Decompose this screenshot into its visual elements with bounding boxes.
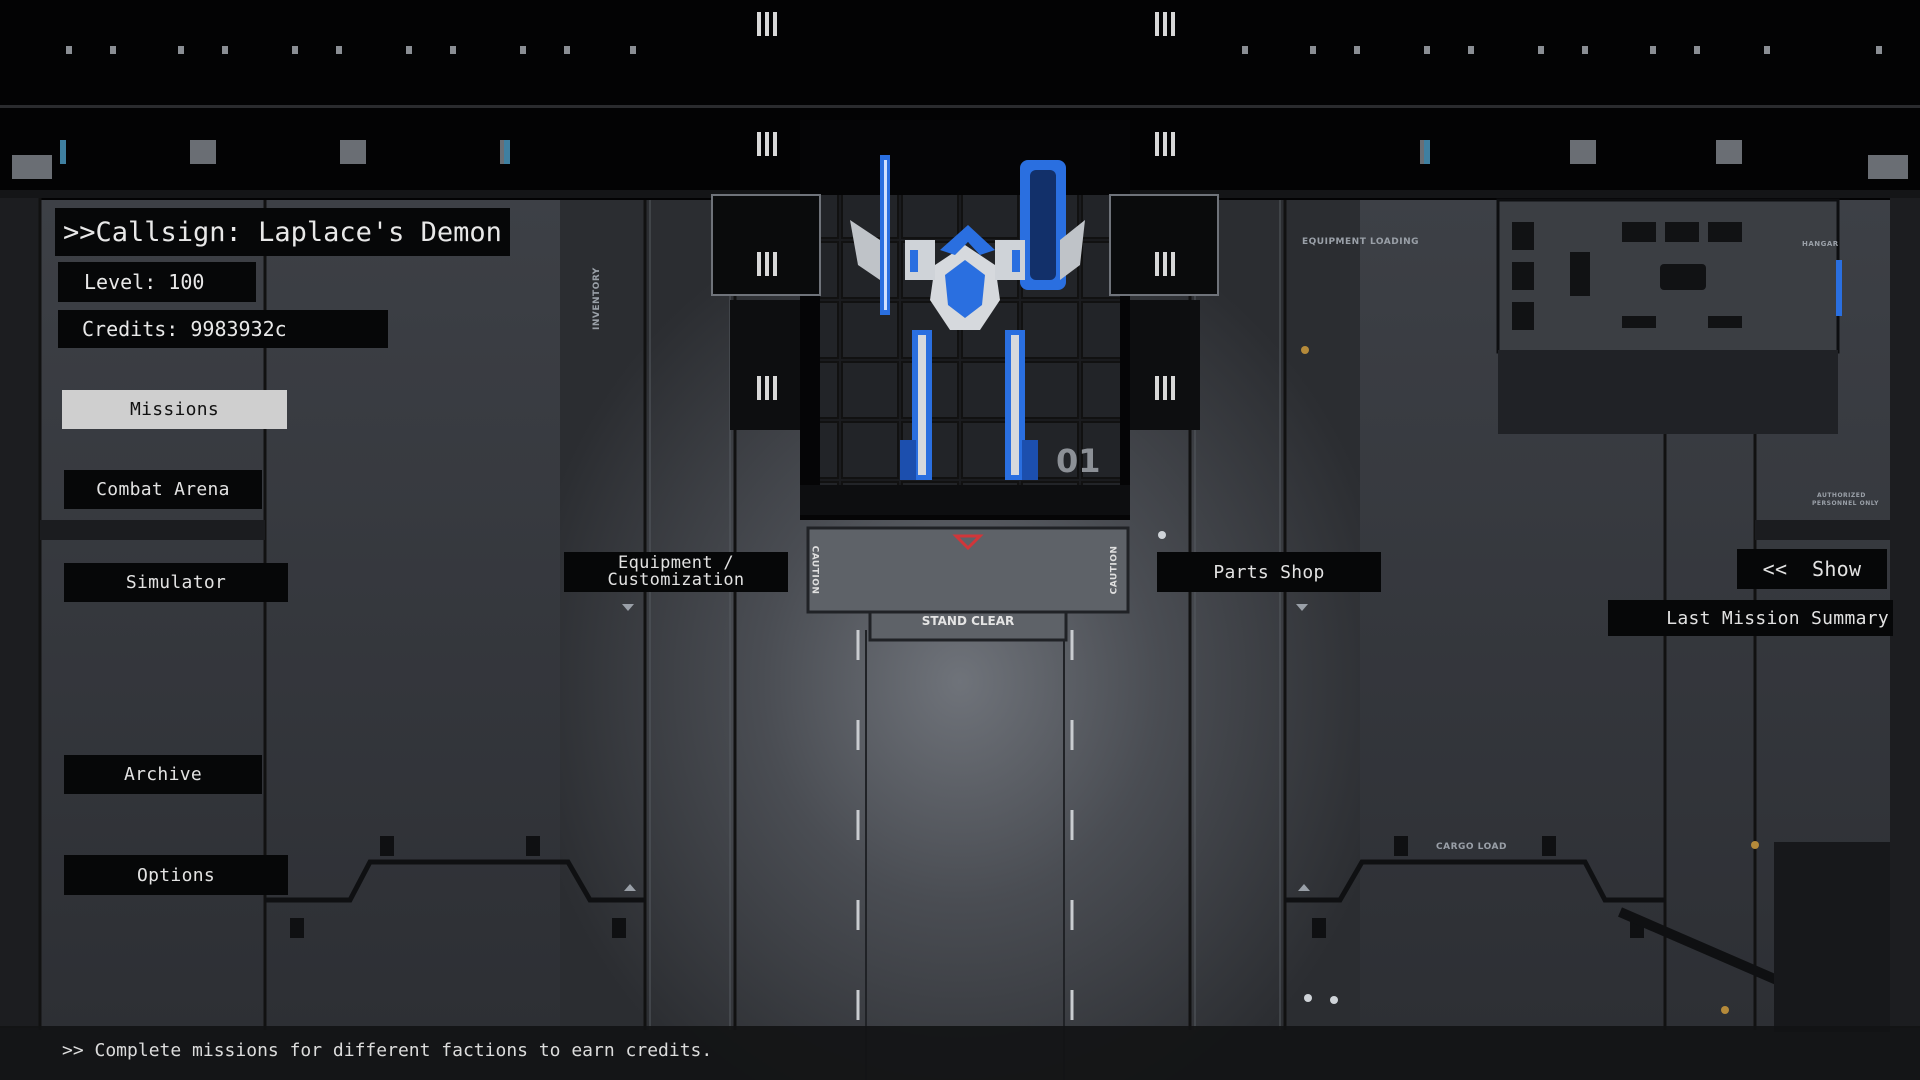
- up-arrow-icon: [624, 884, 636, 891]
- show-summary-button[interactable]: << Show: [1737, 549, 1887, 589]
- level-panel: Level: 100: [58, 262, 256, 302]
- caution-left-label: CAUTION: [809, 545, 820, 595]
- down-arrow-icon: [622, 604, 634, 611]
- hangar-label: HANGAR: [1802, 240, 1839, 248]
- credits-text: Credits: 9983932c: [82, 317, 287, 341]
- down-arrow-icon: [1296, 604, 1308, 611]
- bay-number-label: 01: [1056, 442, 1101, 480]
- simulator-button[interactable]: Simulator: [64, 563, 288, 602]
- equipment-loading-label: EQUIPMENT LOADING: [1302, 237, 1419, 247]
- caution-right-label: CAUTION: [1109, 545, 1120, 595]
- up-arrow-icon: [1298, 884, 1310, 891]
- options-button[interactable]: Options: [64, 855, 288, 895]
- parts-shop-button[interactable]: Parts Shop: [1157, 552, 1381, 592]
- footer-hint: >> Complete missions for different facti…: [62, 1040, 713, 1061]
- equipment-customization-button[interactable]: Equipment / Customization: [564, 552, 788, 592]
- callsign-text: >>Callsign: Laplace's Demon: [63, 216, 502, 248]
- last-mission-summary-label: Last Mission Summary: [1608, 600, 1893, 636]
- stand-clear-label: STAND CLEAR: [921, 614, 1015, 628]
- mech-sprite: [850, 155, 1085, 480]
- authorized-label: AUTHORIZED: [1817, 492, 1866, 499]
- credits-panel: Credits: 9983932c: [58, 310, 388, 348]
- level-text: Level: 100: [84, 270, 205, 294]
- callsign-panel: >>Callsign: Laplace's Demon: [55, 208, 510, 256]
- archive-button[interactable]: Archive: [64, 755, 262, 794]
- inventory-label: INVENTORY: [592, 267, 602, 330]
- missions-button[interactable]: Missions: [62, 390, 287, 429]
- combat-arena-button[interactable]: Combat Arena: [64, 470, 262, 509]
- cargo-load-label: CARGO LOAD: [1436, 842, 1507, 852]
- equipment-label-line2: Customization: [607, 570, 745, 590]
- equipment-label-line1: Equipment /: [618, 553, 734, 573]
- personnel-only-label: PERSONNEL ONLY: [1812, 500, 1879, 507]
